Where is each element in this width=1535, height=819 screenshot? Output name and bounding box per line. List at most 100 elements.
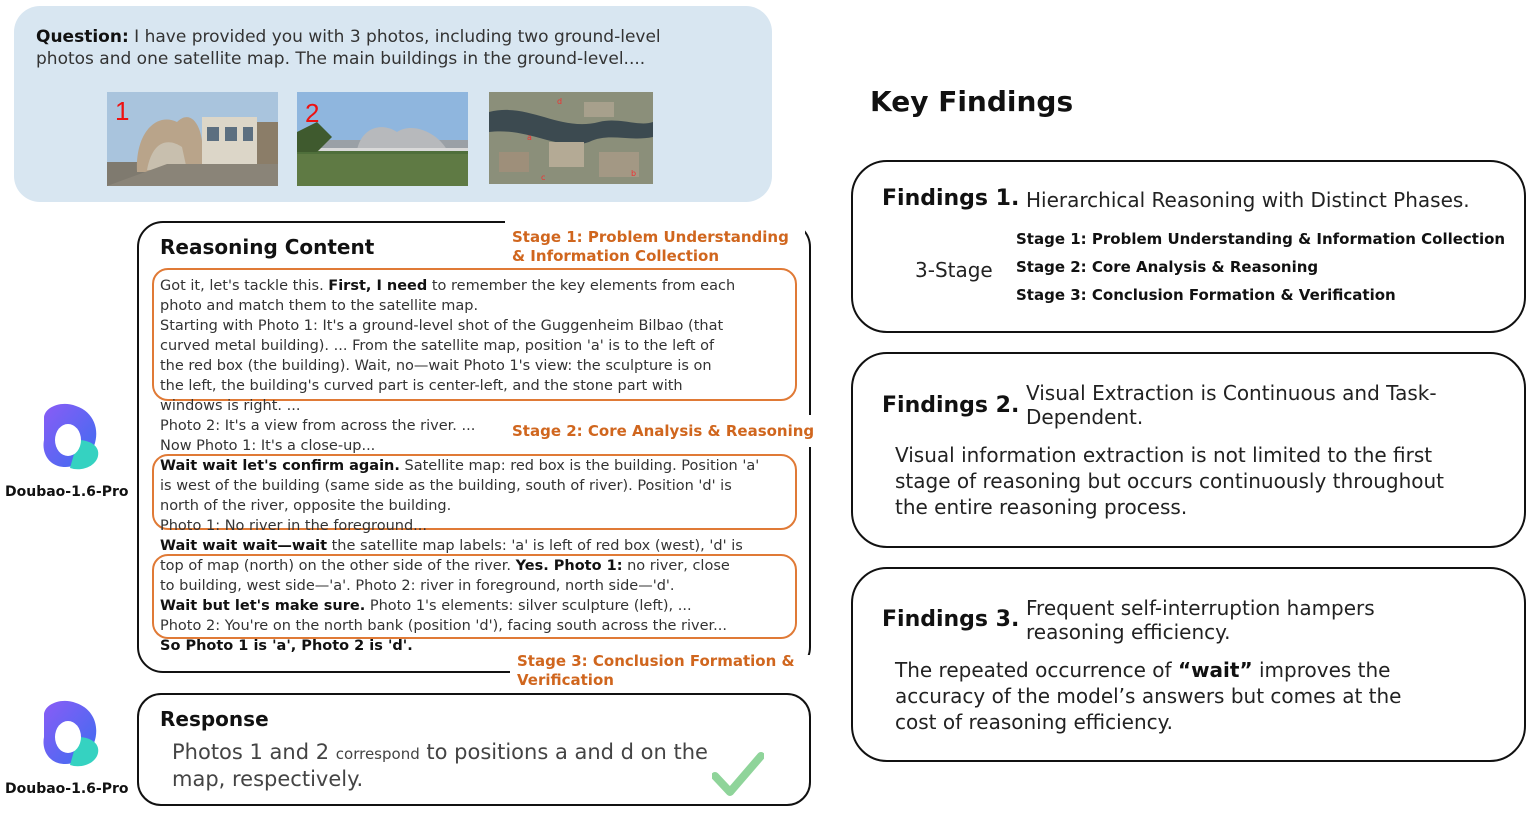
stage3-label: Stage 3: Conclusion Formation & Verifica… [517,652,795,690]
text-run: top of map (north) on the other side of … [160,558,516,574]
reasoning-line: Wait but let's make sure. Photo 1's elem… [160,596,790,616]
map-label-d: d [557,97,562,106]
emphasis-run: Yes. Photo 1: [515,558,623,574]
reasoning-line: Wait wait wait—wait the satellite map la… [160,536,790,556]
text-run: Visual information extraction is not lim… [895,443,1433,467]
stage3-label-line2: Verification [517,671,614,689]
stage2-label: Stage 2: Core Analysis & Reasoning [512,422,815,440]
map-label-a: a [527,133,532,142]
response-text: Photos 1 and 2 correspond to positions a… [172,740,762,792]
text-run: no river, close [622,558,730,574]
outline-gap-top [505,218,805,268]
photo-1: 1 [107,92,278,186]
photo-2-image [297,92,468,186]
response-title: Response [160,707,269,731]
finding-3-label: Findings 3. [882,607,1020,632]
outline-gap-bottom [510,655,810,690]
photo-2: 2 [297,92,468,186]
stage1-label: Stage 1: Problem Understanding & Informa… [512,228,789,266]
reasoning-line: So Photo 1 is 'a', Photo 2 is 'd'. [160,636,790,656]
text-run: Photos 1 and 2 [172,740,336,764]
doubao-logo-icon [43,700,99,767]
response-panel [137,693,811,806]
stage1-highlight-box [152,268,797,401]
finding-1-stage-item: Stage 3: Conclusion Formation & Verifica… [1016,286,1396,304]
question-label: Question: [36,27,129,47]
text-run: Photo 1's elements: silver sculpture (le… [365,598,692,614]
text-run: to remember the key elements from each [427,278,736,294]
photo-3-satellite: a d c b [489,92,653,184]
reasoning-line: Photo 1: No river in the foreground... [160,518,427,534]
finding-3-box [851,567,1526,762]
emphasis-run: Wait wait wait—wait [160,538,328,554]
reasoning-title: Reasoning Content [160,235,375,259]
reasoning-line: Photo 2: It's a view from across the riv… [160,418,476,434]
finding-1-stage-item: Stage 2: Core Analysis & Reasoning [1016,258,1319,276]
finding-2-box [851,352,1526,548]
finding-3-heading: Frequent self-interruption hampers reaso… [1026,596,1375,644]
text-run: stage of reasoning but occurs continuous… [895,469,1445,493]
text-run: map, respectively. [172,767,364,791]
outline-gap-right [800,415,820,447]
text-run: correspond [335,745,420,763]
reasoning-line: curved metal building). ... From the sat… [160,338,715,354]
reasoning-line: Starting with Photo 1: It's a ground-lev… [160,318,724,334]
reasoning-line: is west of the building (same side as th… [160,478,732,494]
text-run: Got it, let's tackle this. [160,278,329,294]
satellite-map-image: a d c b [489,92,653,184]
text-run: Visual Extraction is Continuous and Task… [1026,381,1437,405]
photo-1-image [107,92,278,186]
text-run: The repeated occurrence of [895,658,1178,682]
emphasis-run: Wait wait let's confirm again. [160,458,400,474]
text-run: the entire reasoning process. [895,495,1188,519]
stage3-label-line1: Stage 3: Conclusion Formation & [517,652,795,670]
photo-2-number: 2 [305,98,320,128]
text-run: the satellite map labels: 'a' is left of… [327,538,743,554]
doubao-logo-icon [43,403,99,470]
reasoning-line: north of the river, opposite the buildin… [160,498,452,514]
text-run: reasoning efficiency. [1026,620,1231,644]
stage3-highlight-box [152,554,797,639]
emphasis-run: First, I need [328,278,428,294]
reasoning-line: photo and match them to the satellite ma… [160,298,479,314]
finding-3-body: The repeated occurrence of “wait” improv… [895,657,1401,735]
key-findings-title: Key Findings [870,85,1074,118]
emphasis-run: Wait but let's make sure. [160,598,366,614]
text-run: cost of reasoning efficiency. [895,710,1173,734]
emphasis-run: So Photo 1 is 'a', Photo 2 is 'd'. [160,638,413,654]
reasoning-panel [137,221,811,673]
reasoning-line: to building, west side—'a'. Photo 2: riv… [160,578,675,594]
reasoning-line: Got it, let's tackle this. First, I need… [160,276,790,296]
stage1-label-line2: & Information Collection [512,247,720,265]
map-label-c: c [541,173,545,182]
reasoning-line: top of map (north) on the other side of … [160,556,790,576]
question-line2: photos and one satellite map. The main b… [36,49,646,69]
stage2-highlight-box [152,454,797,530]
finding-2-body: Visual information extraction is not lim… [895,442,1444,520]
text-run: Satellite map: red box is the building. … [399,458,760,474]
reasoning-line: Wait wait let's confirm again. Satellite… [160,456,790,476]
stage1-label-line1: Stage 1: Problem Understanding [512,228,789,246]
text-run: Dependent. [1026,405,1144,429]
text-run: improves the [1252,658,1391,682]
question-line1: I have provided you with 3 photos, inclu… [134,27,661,47]
text-run: Frequent self-interruption hampers [1026,596,1375,620]
finding-1-label: Findings 1. [882,186,1020,211]
finding-2-label: Findings 2. [882,393,1020,418]
map-label-b: b [631,169,636,178]
text-run: accuracy of the model’s answers but come… [895,684,1402,708]
finding-1-heading: Hierarchical Reasoning with Distinct Pha… [1026,188,1470,212]
checkmark-icon [712,752,764,796]
finding-1-stage-count: 3-Stage [915,258,993,282]
reasoning-line: Photo 2: You're on the north bank (posit… [160,618,728,634]
reasoning-line: windows is right. ... [160,398,301,414]
finding-1-stage-item: Stage 1: Problem Understanding & Informa… [1016,230,1506,248]
finding-1-box [851,160,1526,333]
finding-2-heading: Visual Extraction is Continuous and Task… [1026,381,1437,429]
emphasis-run: “wait” [1177,658,1253,682]
reasoning-line: the red box (the building). Wait, no—wai… [160,358,712,374]
reasoning-line: the left, the building's curved part is … [160,378,683,394]
reasoning-text: Got it, let's tackle this. First, I need… [160,276,790,656]
question-text: Question: I have provided you with 3 pho… [36,26,736,70]
photo-1-number: 1 [115,96,130,126]
